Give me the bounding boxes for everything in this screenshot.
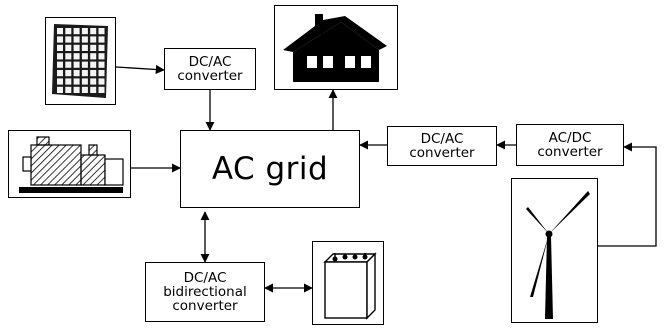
- solar-cell: [90, 44, 97, 51]
- solar-cell: [57, 36, 63, 43]
- house-image: [274, 5, 398, 90]
- solar-cell: [90, 70, 97, 77]
- solar-cell: [81, 70, 88, 77]
- solar-cell: [73, 44, 80, 51]
- arrow-solar-to-converter: [115, 64, 165, 75]
- solar-cell: [65, 86, 72, 93]
- solar-cell: [65, 28, 72, 35]
- solar-panel-icon: [52, 24, 108, 98]
- solar-cell: [57, 28, 63, 35]
- ac-grid: AC grid: [180, 130, 360, 208]
- wind-turbine-icon: [526, 191, 590, 319]
- diesel-generator-icon: [19, 136, 124, 193]
- solar-cell: [81, 28, 88, 35]
- converter-label: converter: [537, 144, 603, 160]
- solar-cell: [73, 28, 80, 35]
- solar-cell: [90, 53, 97, 60]
- solar-cell: [98, 86, 105, 93]
- solar-cell: [81, 86, 88, 93]
- solar-cell: [65, 78, 72, 85]
- arrow-turbine-to-acdc: [598, 142, 657, 247]
- battery-icon: [323, 252, 377, 320]
- generator-image: [8, 130, 131, 198]
- solar-cell: [65, 61, 72, 68]
- wind-turbine-image: [511, 178, 598, 323]
- solar-cell: [98, 78, 105, 85]
- battery-image: [312, 241, 384, 325]
- solar-cell: [73, 78, 80, 85]
- ac-grid-label: AC grid: [211, 150, 329, 187]
- solar-cell: [57, 53, 63, 60]
- converter-type: AC/DC: [548, 129, 592, 146]
- solar-cell: [73, 61, 80, 68]
- solar-cell: [65, 36, 72, 43]
- solar-cell: [65, 53, 72, 60]
- wind-dcac-converter: DC/AC converter: [387, 126, 497, 166]
- solar-cell: [98, 28, 105, 35]
- solar-cell: [81, 53, 88, 60]
- house-icon: [283, 14, 387, 82]
- solar-cell: [98, 61, 105, 68]
- converter-type: DC/AC: [183, 269, 227, 286]
- pv-dcac-converter: DC/AC converter: [164, 48, 256, 90]
- solar-cell: [73, 36, 80, 43]
- solar-cell: [73, 53, 80, 60]
- solar-cell: [57, 44, 63, 51]
- converter-label: converter: [172, 298, 238, 315]
- solar-cell: [57, 78, 63, 85]
- solar-cell: [81, 61, 88, 68]
- converter-mode: bidirectional: [163, 283, 247, 300]
- converter-label: converter: [409, 145, 475, 161]
- solar-cell: [90, 36, 97, 43]
- solar-cell: [65, 44, 72, 51]
- solar-cell: [98, 36, 105, 43]
- solar-cell: [90, 78, 97, 85]
- solar-cell: [57, 61, 63, 68]
- solar-cell: [73, 70, 80, 77]
- converter-type: DC/AC: [420, 130, 464, 147]
- wind-acdc-converter: AC/DC converter: [516, 124, 624, 166]
- solar-cell: [65, 70, 72, 77]
- converter-type: DC/AC: [188, 53, 232, 70]
- converter-label: converter: [177, 68, 243, 84]
- solar-cell: [81, 78, 88, 85]
- solar-cell: [57, 86, 63, 93]
- solar-cell: [98, 70, 105, 77]
- solar-cell: [90, 28, 97, 35]
- solar-cell: [90, 86, 97, 93]
- solar-cell: [81, 36, 88, 43]
- solar-cell: [98, 53, 105, 60]
- solar-cell: [81, 44, 88, 51]
- solar-cell: [98, 44, 105, 51]
- solar-cell: [90, 61, 97, 68]
- solar-cell: [73, 86, 80, 93]
- bidirectional-converter: DC/AC bidirectional converter: [145, 262, 265, 322]
- solar-cell: [57, 70, 63, 77]
- solar-panel-image: [45, 17, 116, 105]
